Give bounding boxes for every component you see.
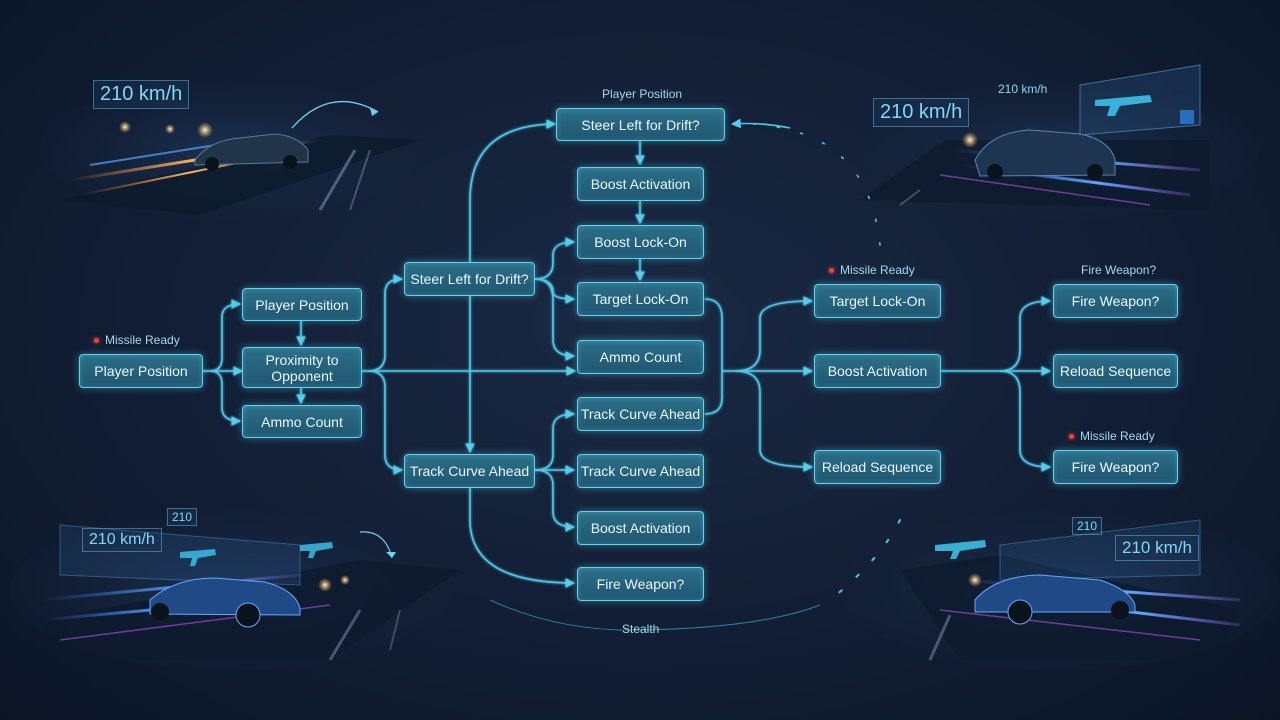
node-track-curve-ahead-3[interactable]: Track Curve Ahead [577,454,704,488]
hud-speed-top-right: 210 km/h [873,98,970,127]
node-track-curve-ahead-2[interactable]: Track Curve Ahead [577,397,704,431]
scene-top-left [40,80,420,220]
label-missile-ready-left: Missile Ready [94,333,180,347]
node-fire-weapon-top[interactable]: Fire Weapon? [1053,284,1178,318]
node-reload-sequence-right[interactable]: Reload Sequence [814,450,941,484]
rifle-icon [300,542,333,558]
node-player-position[interactable]: Player Position [79,354,203,388]
node-ammo-count[interactable]: Ammo Count [242,405,362,438]
node-player-position-2[interactable]: Player Position [242,288,362,321]
label-missile-ready-mid: Missile Ready [829,263,915,277]
alert-dot-icon [94,338,99,344]
hud-speed-bottom-left-small: 210 [167,508,198,526]
node-boost-activation-right[interactable]: Boost Activation [814,354,941,388]
node-target-lock-on[interactable]: Target Lock-On [577,282,704,316]
trajectory-arc-icon [291,100,379,129]
race-car-icon [974,129,1116,180]
scene-bottom-left [10,510,460,670]
label-missile-ready-right: Missile Ready [1069,429,1155,443]
label-fire-weapon-top: Fire Weapon? [1081,263,1157,277]
hud-speed-bottom-right: 210 km/h [1115,535,1199,561]
node-reload-sequence[interactable]: Reload Sequence [1053,354,1178,388]
label-player-position-top: Player Position [602,87,683,101]
alert-dot-icon [1069,434,1074,440]
hud-speed-top-left: 210 km/h [93,80,190,109]
hud-speed-bottom-right-small: 210 [1072,517,1103,535]
rifle-icon [935,540,986,559]
node-boost-activation[interactable]: Boost Activation [577,167,704,201]
race-car-icon [974,574,1136,625]
node-steer-left-for-drift[interactable]: Steer Left for Drift? [404,262,535,296]
node-fire-weapon-center[interactable]: Fire Weapon? [577,567,704,601]
rifle-icon [180,549,216,566]
label-stealth: Stealth [622,622,660,636]
node-fire-weapon-bottom[interactable]: Fire Weapon? [1053,450,1178,484]
race-car-icon [194,133,309,171]
node-ammo-count-center[interactable]: Ammo Count [577,340,704,374]
hud-speed-bottom-left: 210 km/h [82,528,162,552]
scene-top-right [860,64,1260,220]
scene-bottom-right [840,510,1280,670]
node-proximity-to-opponent[interactable]: Proximity to Opponent [242,347,362,388]
node-boost-activation-2[interactable]: Boost Activation [577,511,704,545]
rifle-icon [1095,95,1152,116]
node-target-lock-on-right[interactable]: Target Lock-On [814,284,941,318]
node-steer-left-for-drift-top[interactable]: Steer Left for Drift? [556,108,725,141]
race-car-icon [149,577,301,628]
alert-dot-icon [829,268,834,274]
node-track-curve-ahead[interactable]: Track Curve Ahead [404,454,535,488]
hud-speed-top-right-small: 210 km/h [998,82,1048,96]
node-boost-lock-on[interactable]: Boost Lock-On [577,225,704,259]
